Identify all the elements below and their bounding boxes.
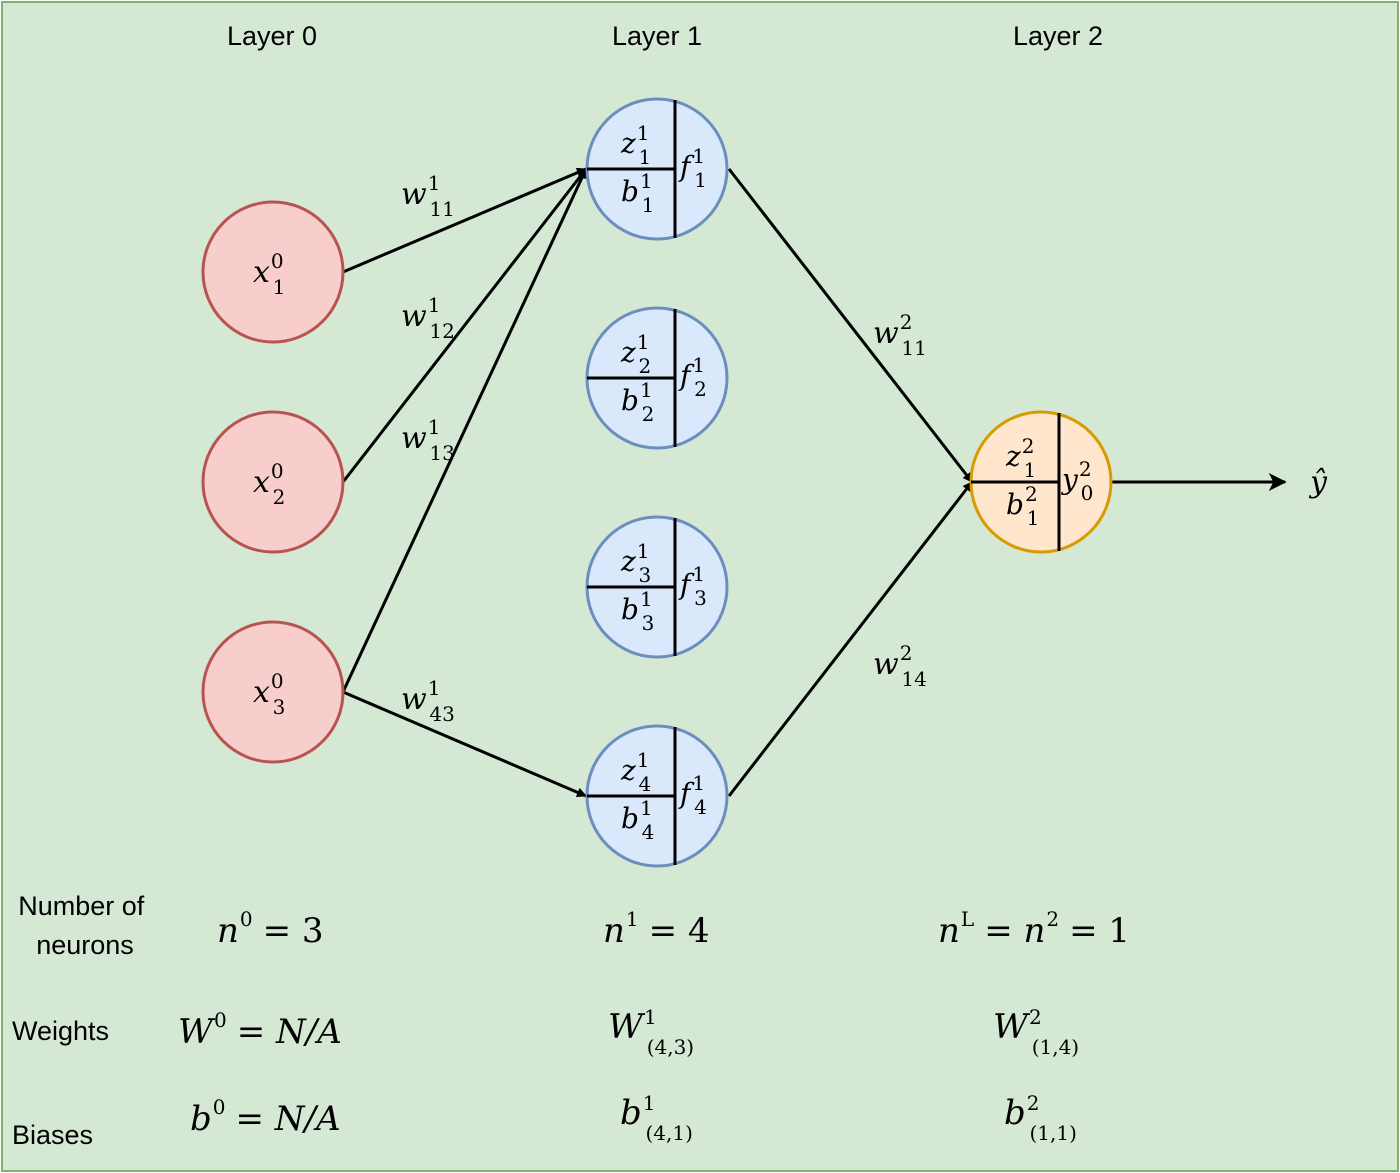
svg-text:b13: b13 [621,587,654,635]
W2-formula: W2(1,4) [993,1005,1079,1059]
edge-x3-h4 [342,690,587,798]
layer-1-header: Layer 1 [612,21,702,51]
n0-formula: n0= 3 [217,907,324,951]
edge-h1-out [727,168,974,483]
W1-formula: W1(4,3) [608,1005,694,1059]
row-label-weights: Weights [12,1016,109,1046]
row-label-biases: Biases [12,1120,93,1150]
n1-formula: n1= 4 [603,907,710,951]
W0-formula: W0= N/A [178,1008,342,1052]
svg-text:y20: y20 [1060,457,1093,505]
edge-x3-h1 [341,168,588,693]
edge-x1-h1 [342,167,587,274]
layer-0-header: Layer 0 [227,21,317,51]
row-label-neurons: Number of neurons [18,891,152,960]
b1-formula: b1(4,1) [620,1091,693,1145]
b2-formula: b2(1,1) [1004,1091,1077,1145]
edges [341,167,1287,798]
edge-h4-out [727,481,974,797]
output-yhat: ŷ [1308,465,1328,500]
b0-formula: b0= N/A [190,1095,341,1139]
svg-text:b21: b21 [1006,482,1039,530]
layer-2-header: Layer 2 [1013,21,1103,51]
edge-x2-h1 [341,168,588,483]
nL-formula: nL= n2= 1 [938,907,1130,951]
